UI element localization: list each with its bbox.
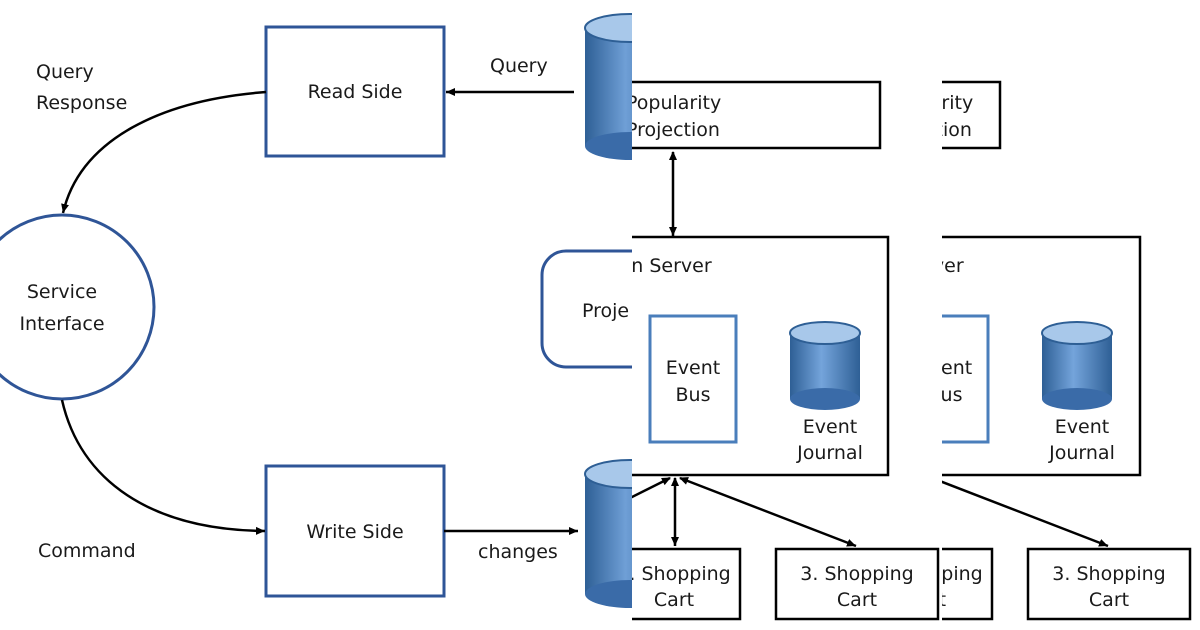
axon-cart-link-3: [632, 476, 671, 499]
shopping-cart-box-4: [1026, 547, 1192, 621]
axon-canvas-primary: Popularity Projection Axon Server Event …: [632, 80, 940, 621]
query-label: Query: [490, 55, 548, 77]
command-arrow: [60, 399, 266, 535]
event-bus-box: [648, 314, 738, 444]
axon-cart-link-2: [679, 476, 857, 548]
event-journal-cylinder-2: [1041, 321, 1113, 410]
projection-label-partial: Proje: [582, 300, 629, 322]
event-bus-box-2: [942, 314, 990, 444]
write-side-label: Write Side: [306, 521, 403, 543]
shopping-cart-4-label-line2: Cart: [1089, 589, 1129, 611]
event-journal-label-line2: Journal: [796, 442, 863, 464]
shopping-cart-box-1: [632, 547, 742, 621]
projection-box-partial: [540, 249, 632, 369]
event-bus-label-line2: Bus: [676, 384, 711, 406]
service-interface-label-line2: Interface: [19, 313, 104, 335]
popularity-projection-label-line2: Projection: [632, 119, 720, 141]
service-interface-label-line1: Service: [27, 281, 97, 303]
query-response-label-line1: Query: [36, 61, 94, 83]
query-response-arrow: [61, 90, 267, 214]
event-journal-label-line1: Event: [803, 416, 857, 438]
query-response-label-line2: Response: [36, 92, 127, 114]
popularity-projection-box-2: [942, 80, 1002, 150]
shopping-cart-3-label-line1: 3. Shopping: [942, 563, 983, 585]
event-bus-label-line1: Event: [666, 357, 720, 379]
shopping-cart-1-label-line2: Cart: [654, 589, 694, 611]
shopping-cart-1-label-line1: 3. Shopping: [632, 563, 731, 585]
axon-cart-link-4: [942, 480, 1109, 548]
popularity-projection-label-line1: Popularity: [632, 92, 721, 114]
axon-server-label: Axon Server: [632, 255, 712, 277]
shopping-cart-box-3: [942, 547, 994, 621]
shopping-cart-box-2: [774, 547, 940, 621]
write-side-box: [264, 464, 446, 598]
popularity-projection-box: [632, 80, 882, 150]
service-interface-circle: [0, 213, 156, 401]
event-bus-2-label-line2: Bus: [942, 384, 962, 406]
event-bus-2-label-line1: Event: [942, 357, 972, 379]
changes-label: changes: [478, 541, 558, 563]
write-database-cylinder: [584, 459, 632, 608]
shopping-cart-4-label-line1: 3. Shopping: [1052, 563, 1165, 585]
popularity-projection-2-label-line2: Projection: [942, 119, 972, 141]
shopping-cart-3-label-line2: Cart: [942, 589, 946, 611]
event-journal-cylinder: [789, 321, 861, 410]
cqrs-canvas: Read Side Write Side Service Interface Q…: [0, 13, 632, 608]
read-database-cylinder: [584, 13, 632, 160]
axon-panel-secondary: Popularity Projection Axon Server Event …: [942, 0, 1200, 630]
command-label: Command: [38, 540, 136, 562]
read-side-box: [264, 25, 446, 158]
popularity-projection-2-label-line1: Popularity: [942, 92, 973, 114]
shopping-cart-2-label-line2: Cart: [837, 589, 877, 611]
event-journal-2-label-line1: Event: [1055, 416, 1109, 438]
axon-panel-primary: Popularity Projection Axon Server Event …: [632, 0, 942, 630]
shopping-cart-2-label-line1: 3. Shopping: [800, 563, 913, 585]
axon-server-2-label: Axon Server: [942, 255, 964, 277]
read-side-label: Read Side: [308, 81, 403, 103]
axon-canvas-secondary: Popularity Projection Axon Server Event …: [942, 80, 1192, 621]
cqrs-panel: Read Side Write Side Service Interface Q…: [0, 13, 632, 608]
event-journal-2-label-line2: Journal: [1048, 442, 1115, 464]
